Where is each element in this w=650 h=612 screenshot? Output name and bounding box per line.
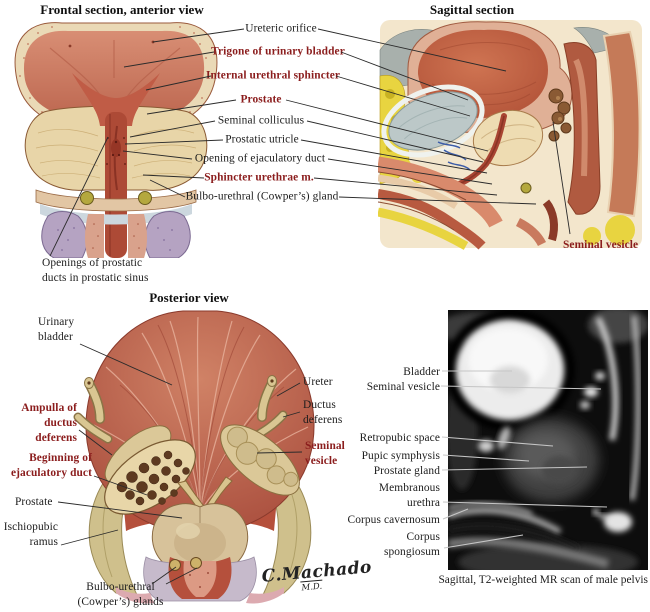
label-ischiopubic-ramus: Ischiopubic ramus: [3, 521, 58, 549]
mri-seminal-vesicle: [595, 316, 619, 441]
label-bulbo-urethral-gland: Bulbo-urethral (Cowper’s) gland: [185, 190, 339, 203]
sagittal-title: Sagittal section: [429, 2, 515, 17]
ampulla-ductus-deferens: [104, 439, 196, 515]
label-mri-prostate-gland: Prostate gland: [373, 465, 440, 477]
mri-scan: [448, 310, 648, 570]
ureter-ductus-tubes: [73, 375, 288, 444]
cowper-gland-right: [138, 191, 152, 205]
sagittal-section-illustration: [378, 20, 642, 250]
label-trigone-of-urinary-bladder: Trigone of urinary bladder: [211, 45, 345, 58]
cowper-gland-post-right: [190, 557, 202, 569]
label-prostate: Prostate: [240, 93, 282, 106]
label-seminal-colliculus: Seminal colliculus: [217, 114, 305, 127]
cowper-gland-left: [80, 191, 94, 205]
cowper-gland-post-left: [169, 559, 181, 571]
label-mri-corpus-spongiosum: Corpus spongiosum: [383, 531, 440, 559]
frontal-section-illustration: [14, 22, 218, 258]
ureteric-orifice-dot: [151, 40, 155, 44]
label-ampulla-of-ductus-deferens: Ampulla of ductus deferens: [21, 402, 77, 445]
label-opening-of-ejaculatory-duct: Opening of ejaculatory duct: [194, 152, 326, 165]
label-prostatic-utricle: Prostatic utricle: [225, 133, 299, 146]
label-urinary-bladder: Urinary bladder: [38, 316, 75, 344]
label-internal-urethral-sphincter: Internal urethral sphincter: [205, 69, 341, 82]
label-bulbo-urethral-glands: Bulbo-urethral (Cowper’s) glands: [77, 581, 164, 609]
label-seminal-vesicle-posterior: Seminal vesicle: [305, 440, 345, 468]
cowper-gland-sagittal: [520, 182, 532, 194]
label-beginning-of-ejaculatory-duct: Beginning of ejaculatory duct: [10, 452, 92, 480]
label-mri-seminal-vesicle: Seminal vesicle: [366, 381, 440, 393]
bladder-trigone: [72, 73, 160, 126]
label-prostate-posterior: Prostate: [15, 496, 53, 508]
seminal-colliculus: [111, 139, 121, 157]
label-ureteric-orifice: Ureteric orifice: [245, 22, 317, 35]
label-ureter: Ureter: [303, 376, 333, 388]
label-mri-retropubic-space: Retropubic space: [359, 432, 440, 444]
label-ductus-deferens: Ductus deferens: [303, 399, 343, 427]
label-mri-membranous-urethra: Membranous urethra: [378, 482, 440, 510]
label-mri-corpus-cavernosum: Corpus cavernosum: [347, 514, 440, 526]
label-sphincter-urethrae-m: Sphincter urethrae m.: [204, 171, 314, 184]
label-mri-bladder: Bladder: [403, 366, 440, 378]
seminal-vesicle-right: [220, 424, 300, 496]
posterior-title: Posterior view: [149, 290, 229, 305]
label-mri-pubic-symphysis: Pupic symphysis: [361, 450, 440, 462]
label-openings-of-prostatic-ducts: Openings of prostatic ducts in prostatic…: [42, 257, 149, 285]
frontal-title: Frontal section, anterior view: [40, 2, 204, 17]
label-seminal-vesicle-sagittal: Seminal vesicle: [563, 239, 639, 251]
mri-caption: Sagittal, T2-weighted MR scan of male pe…: [438, 574, 648, 586]
